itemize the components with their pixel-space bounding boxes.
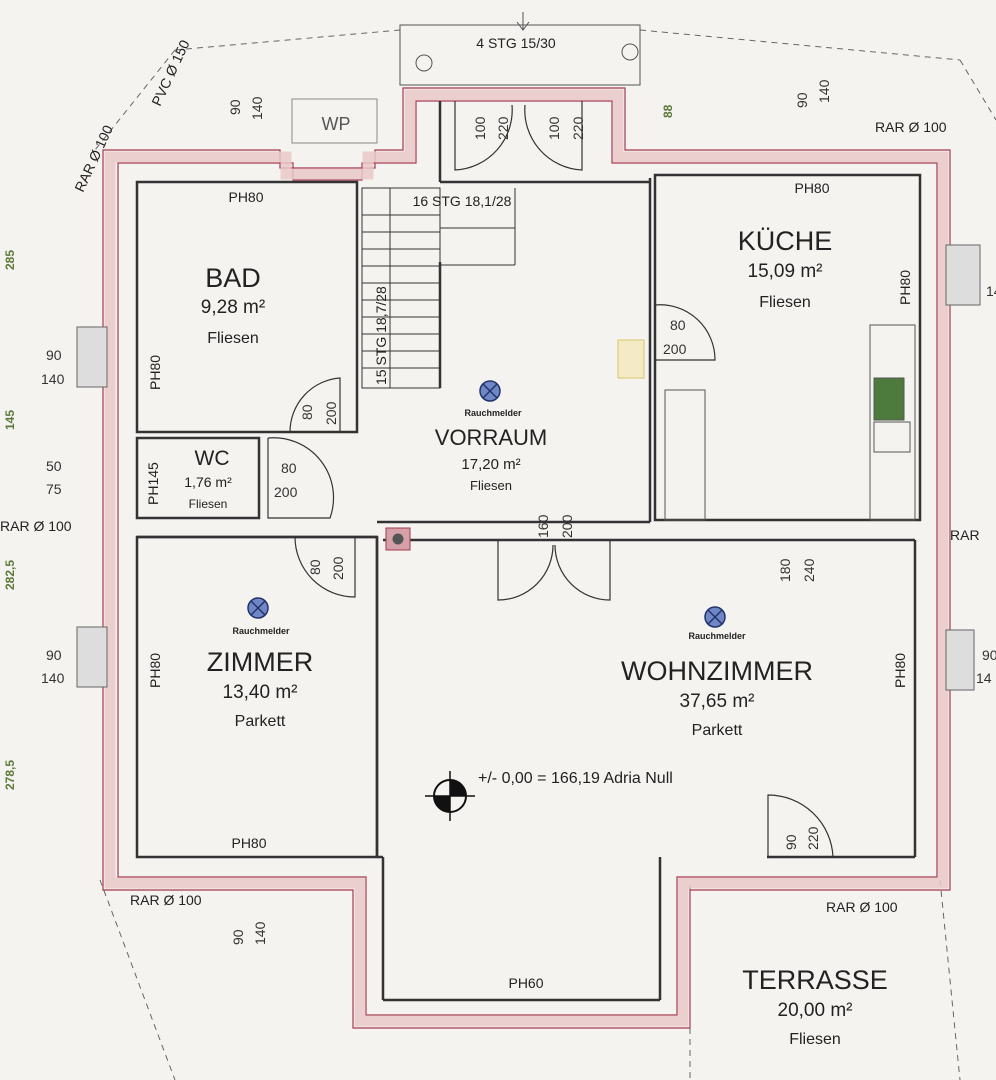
door-swings: [267, 101, 834, 858]
dim-label: 80: [307, 559, 323, 575]
dim-label: 90: [46, 347, 62, 363]
room-floor-vorraum: Fliesen: [470, 478, 512, 493]
dim-label: 220: [570, 116, 586, 140]
windows: [76, 244, 981, 691]
staircase: [361, 187, 516, 389]
ph-label-bad-side: PH80: [147, 355, 163, 390]
kitchen-counter: [664, 324, 916, 521]
dim-label-green: 278,5: [3, 760, 17, 790]
dim-label: 220: [495, 116, 511, 140]
dim-label: 100: [472, 116, 488, 140]
dim-label: 14: [986, 283, 996, 299]
dim-label: 90: [230, 929, 246, 945]
ph-label-wc: PH145: [145, 462, 161, 505]
room-floor-zimmer: Parkett: [235, 713, 286, 730]
room-name-terrasse: TERRASSE: [742, 965, 888, 995]
dim-label: 140: [252, 921, 268, 945]
ph-label-kueche: PH80: [794, 180, 829, 196]
room-name-kueche: KÜCHE: [738, 226, 833, 256]
dim-label: 100: [546, 116, 562, 140]
dim-label: 140: [41, 371, 65, 387]
room-area-vorraum: 17,20 m²: [461, 456, 520, 473]
room-floor-bad: Fliesen: [207, 330, 259, 347]
dim-label: 90: [46, 647, 62, 663]
dim-label: 80: [670, 317, 686, 333]
rar-label-bottomleft: RAR Ø 100: [130, 892, 202, 908]
dim-label: 140: [249, 96, 265, 120]
height-reference-label: +/- 0,00 = 166,19 Adria Null: [478, 770, 673, 787]
dim-label: 90: [982, 647, 996, 663]
ph-label-wohnzimmer: PH60: [508, 975, 543, 991]
ph-label-zimmer: PH80: [231, 835, 266, 851]
dim-label: 140: [41, 670, 65, 686]
dim-label: 220: [805, 826, 821, 850]
outside-stairs-label: 4 STG 15/30: [476, 35, 556, 51]
heatpump-label: WP: [322, 114, 351, 134]
dim-label: 90: [794, 92, 810, 108]
room-area-wc: 1,76 m²: [184, 474, 232, 490]
room-floor-wohnzimmer: Parkett: [692, 722, 743, 739]
dim-label: 80: [299, 404, 315, 420]
smoke-detector-crosses: [250, 383, 723, 625]
room-area-terrasse: 20,00 m²: [778, 1000, 853, 1021]
room-floor-kueche: Fliesen: [759, 294, 811, 311]
dim-label: 50: [46, 458, 62, 474]
rar-label-right: RAR: [950, 527, 980, 543]
room-floor-terrasse: Fliesen: [789, 1031, 841, 1048]
dim-label: 90: [783, 834, 799, 850]
room-name-wc: WC: [195, 447, 230, 470]
rar-label-bottomright: RAR Ø 100: [826, 899, 898, 915]
dim-label: 200: [274, 484, 298, 500]
room-area-bad: 9,28 m²: [201, 297, 265, 318]
dim-label: 80: [281, 460, 297, 476]
dim-label: 180: [777, 558, 793, 582]
ph-label-zimmer-side: PH80: [147, 653, 163, 688]
smoke-detector-label-vorraum: Rauchmelder: [464, 408, 522, 418]
dim-label: 200: [663, 341, 687, 357]
ph-label-kueche-side: PH80: [897, 270, 913, 305]
dim-label: 90: [227, 99, 243, 115]
dim-label: 240: [801, 558, 817, 582]
room-area-wohnzimmer: 37,65 m²: [680, 691, 755, 712]
dim-label: 160: [535, 514, 551, 538]
ph-label-wohnzimmer-side: PH80: [892, 653, 908, 688]
dim-label: 200: [323, 401, 339, 425]
site-lines: [94, 29, 996, 1080]
room-floor-wc: Fliesen: [189, 497, 228, 511]
room-area-kueche: 15,09 m²: [748, 261, 823, 282]
exterior-walls: [102, 87, 951, 1029]
smoke-detector-label-wohnzimmer: Rauchmelder: [688, 631, 746, 641]
dimensions: 90 140 90 140 100 220 100 220 80 200 80 …: [3, 79, 996, 945]
rar-label-topright: RAR Ø 100: [875, 119, 947, 135]
ph-label-bad: PH80: [228, 189, 263, 205]
height-reference-icon: [425, 771, 475, 821]
dim-label-green: 88: [661, 104, 675, 118]
dim-label-green: 282,5: [3, 560, 17, 590]
dim-label-green: 285: [3, 250, 17, 270]
room-name-wohnzimmer: WOHNZIMMER: [621, 656, 813, 686]
stairs-label-upper: 16 STG 18,1/28: [413, 193, 512, 209]
room-area-zimmer: 13,40 m²: [223, 682, 298, 703]
dim-label: 200: [330, 556, 346, 580]
dim-label-green: 145: [3, 410, 17, 430]
stairs-label-side: 15 STG 18,7/28: [373, 286, 389, 385]
room-name-bad: BAD: [205, 263, 261, 293]
outside-elements: [291, 12, 645, 551]
rar-label-left: RAR Ø 100: [0, 518, 72, 534]
dim-label: 140: [816, 79, 832, 103]
room-name-zimmer: ZIMMER: [207, 647, 313, 677]
dim-label: 75: [46, 481, 62, 497]
smoke-detector-label-zimmer: Rauchmelder: [232, 626, 290, 636]
dim-label: 14: [976, 670, 992, 686]
room-name-vorraum: VORRAUM: [435, 425, 547, 450]
dim-label: 200: [559, 514, 575, 538]
